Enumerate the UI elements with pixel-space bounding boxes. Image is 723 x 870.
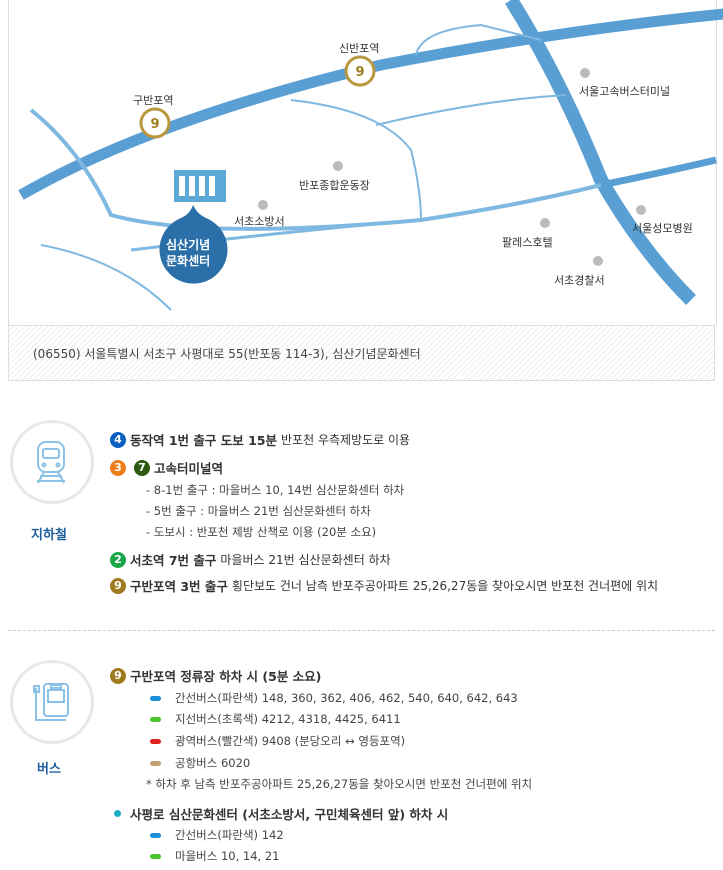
- bus-color-icon: [150, 760, 161, 766]
- line-badge: 9: [110, 577, 126, 594]
- place-label: 서초소방서: [234, 215, 285, 228]
- route-title: 구반포역 3번 출구: [130, 579, 228, 594]
- route-title: 동작역 1번 출구 도보 15분: [130, 433, 278, 448]
- line-badge: 4: [110, 431, 126, 448]
- bus-note: * 하차 후 남측 반포주공아파트 25,26,27동을 찾아오시면 반포천 건…: [146, 777, 533, 791]
- bus-line: 공항버스 6020: [150, 755, 250, 771]
- subway-station-marker: [139, 55, 376, 139]
- bus-line: 간선버스(파란색) 148, 360, 362, 406, 462, 540, …: [150, 690, 518, 706]
- map-roads: 99: [18, 0, 723, 311]
- stop-title: 사평로 심산문화센터 (서초소방서, 구민체육센터 앞) 하차 시: [130, 807, 449, 822]
- bus-line-text: 공항버스 6020: [175, 756, 251, 770]
- center-label: 심산기념: [166, 238, 211, 252]
- line-badge: 9: [110, 667, 126, 684]
- bus-color-icon: [150, 738, 161, 744]
- station-label: 구반포역: [133, 94, 174, 107]
- station-label: 신반포역: [339, 42, 380, 55]
- place-label: 반포종합운동장: [299, 179, 370, 192]
- route-detail: - 8-1번 출구 : 마을버스 10, 14번 심산문화센터 하차: [146, 483, 405, 497]
- bus-stop-group: 사평로 심산문화센터 (서초소방서, 구민체육센터 앞) 하차 시: [110, 804, 452, 823]
- route-detail: - 도보시 : 반포천 제방 산책로 이용 (20분 소요): [146, 525, 377, 539]
- stop-title: 구반포역 정류장 하차 시 (5분 소요): [130, 669, 322, 684]
- bullet-icon: [114, 810, 121, 817]
- bus-line: 간선버스(파란색) 142: [150, 827, 284, 843]
- bus-line: 마을버스 10, 14, 21: [150, 848, 280, 864]
- bus-line-text: 지선버스(초록색) 4212, 4318, 4425, 6411: [175, 712, 401, 726]
- route-desc: 반포천 우측제방도로 이용: [281, 433, 411, 447]
- bus-icon: [10, 660, 94, 744]
- address: (06550) 서울특별시 서초구 사평대로 55(반포동 114-3), 심산…: [33, 347, 421, 361]
- bus-line: 광역버스(빨간색) 9408 (분당오리 ↔ 영등포역): [150, 733, 405, 749]
- svg-text:9: 9: [355, 65, 364, 80]
- route-desc: 횡단보도 건너 남측 반포주공아파트 25,26,27동을 찾아오시면 반포천 …: [231, 579, 659, 593]
- subway-icon: [10, 420, 94, 504]
- route-title: 서초역 7번 출구: [130, 553, 217, 568]
- svg-text:9: 9: [150, 117, 159, 132]
- bus-stop-group: 9 구반포역 정류장 하차 시 (5분 소요): [110, 666, 325, 685]
- route-desc: 마을버스 21번 심산문화센터 하차: [220, 553, 391, 567]
- place-label: 서울고속버스터미널: [579, 85, 671, 98]
- line-badge: 3: [110, 459, 126, 476]
- bus-line-text: 마을버스 10, 14, 21: [175, 849, 280, 863]
- bus-color-icon: [150, 853, 161, 859]
- place-label: 서초경찰서: [554, 274, 605, 287]
- bus-color-icon: [150, 716, 161, 722]
- bus-color-icon: [150, 832, 161, 838]
- bus-line: 지선버스(초록색) 4212, 4318, 4425, 6411: [150, 711, 401, 727]
- bus-caption: 버스: [37, 762, 61, 777]
- center-label: 문화센터: [166, 254, 211, 268]
- line-badge: 7: [134, 459, 150, 476]
- address-bar: (06550) 서울특별시 서초구 사평대로 55(반포동 114-3), 심산…: [8, 325, 715, 381]
- bus-line-text: 간선버스(파란색) 142: [175, 828, 284, 842]
- bus-line-text: 간선버스(파란색) 148, 360, 362, 406, 462, 540, …: [175, 691, 518, 705]
- divider: [8, 630, 715, 631]
- bus-line-text: 광역버스(빨간색) 9408 (분당오리 ↔ 영등포역): [175, 734, 406, 748]
- route-detail: - 5번 출구 : 마을버스 21번 심산문화센터 하차: [146, 504, 371, 518]
- line-badge: 2: [110, 551, 126, 568]
- bus-color-icon: [150, 695, 161, 701]
- place-label: 서울성모병원: [632, 222, 693, 235]
- place-label: 팔레스호텔: [502, 236, 553, 249]
- route-title: 고속터미널역: [154, 461, 224, 476]
- subway-caption: 지하철: [31, 528, 67, 543]
